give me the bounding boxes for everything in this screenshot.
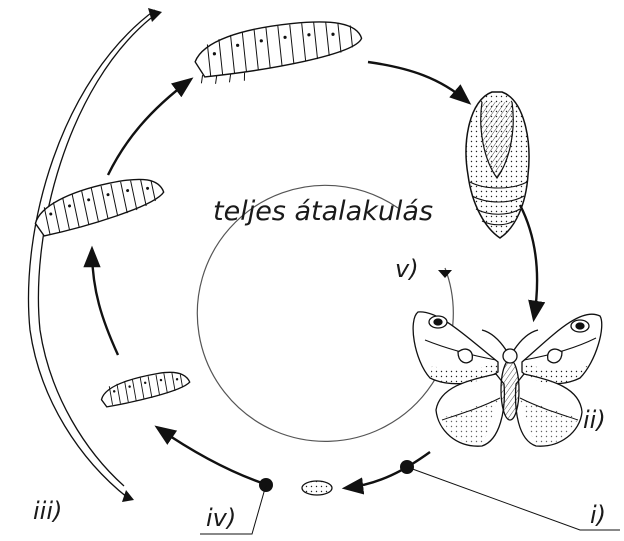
arrow-small-larva-to-medium-larva bbox=[92, 250, 118, 355]
label-v: v) bbox=[395, 255, 419, 283]
diagram-title: teljes átalakulás bbox=[213, 196, 433, 227]
label-iii: iii) bbox=[33, 497, 62, 525]
small-larva-illustration bbox=[99, 368, 192, 407]
arrow-egg-to-small-larva bbox=[158, 428, 262, 483]
medium-larva-illustration bbox=[30, 173, 167, 238]
arrow-moth-to-egg bbox=[346, 452, 430, 488]
moth-illustration bbox=[413, 312, 602, 446]
large-larva-illustration bbox=[192, 16, 365, 85]
outer-arrowhead-top bbox=[148, 8, 162, 22]
egg-leader-line bbox=[407, 467, 620, 530]
arrow-medium-larva-to-large-larva bbox=[108, 80, 190, 175]
arrow-pupa-to-moth bbox=[520, 205, 537, 318]
label-ii: ii) bbox=[583, 406, 606, 434]
pupa-illustration bbox=[466, 92, 529, 238]
egg-illustration bbox=[302, 481, 332, 495]
inner-cycle-arrowhead bbox=[438, 270, 452, 278]
arrow-large-larva-to-pupa bbox=[368, 62, 468, 102]
label-iv: iv) bbox=[206, 504, 236, 532]
label-i: i) bbox=[590, 501, 606, 529]
outer-arrowhead-bottom bbox=[122, 490, 134, 502]
